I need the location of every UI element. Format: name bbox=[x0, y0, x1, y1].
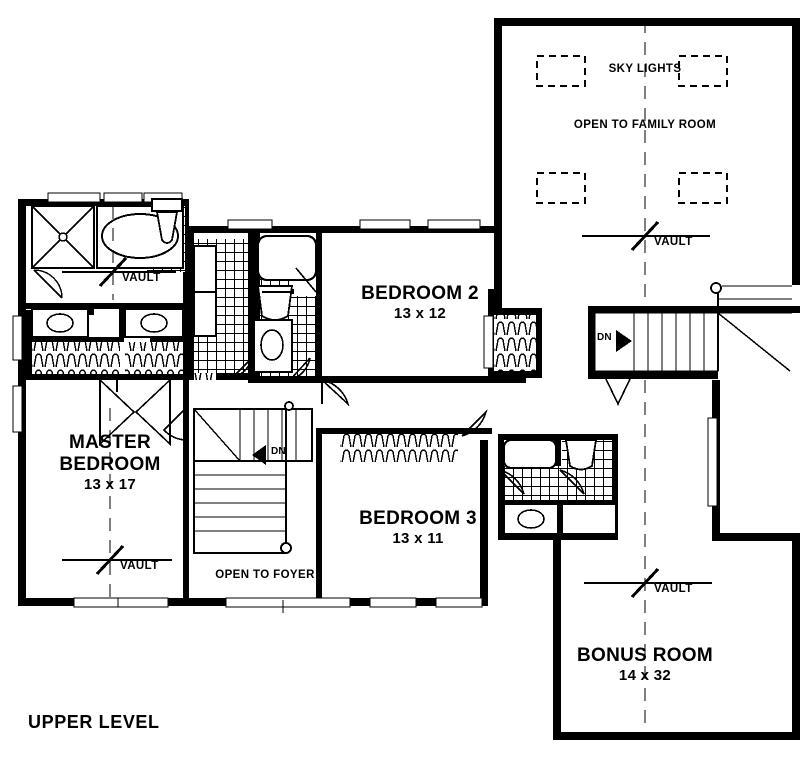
room-name-bonus-room: BONUS ROOM bbox=[577, 645, 713, 666]
bath3-linen bbox=[561, 503, 617, 535]
room-name-bedroom-2: BEDROOM 2 bbox=[361, 283, 479, 304]
vault-family-room-symbol bbox=[582, 220, 710, 252]
room-label-bedroom-3: BEDROOM 3 13 x 11 bbox=[359, 508, 477, 547]
bath3-tub bbox=[502, 438, 558, 470]
hall-bath-sink bbox=[253, 319, 293, 373]
room-dimensions-bedroom-3: 13 x 11 bbox=[392, 530, 444, 547]
skylights-group bbox=[536, 55, 728, 204]
centerlines bbox=[109, 20, 646, 735]
vault-label-master-bedroom: VAULT bbox=[120, 560, 159, 572]
skylight-2 bbox=[678, 55, 728, 87]
skylight-4 bbox=[678, 172, 728, 204]
fixtures-group bbox=[31, 198, 617, 535]
room-dimensions-master-bedroom: 13 x 17 bbox=[83, 476, 137, 493]
stairs bbox=[193, 282, 792, 554]
master-wc-door bbox=[33, 269, 63, 299]
stair-direction-label-right: DN bbox=[597, 332, 612, 343]
skylight-3 bbox=[536, 172, 586, 204]
vault-bonus-room-symbol bbox=[584, 567, 712, 599]
master-toilet bbox=[151, 198, 183, 244]
hall-linen-cabinet bbox=[193, 245, 217, 337]
note-open-to-foyer: OPEN TO FOYER bbox=[215, 569, 315, 581]
skylight-1 bbox=[536, 55, 586, 87]
room-dimensions-bedroom-2: 13 x 12 bbox=[393, 305, 447, 322]
windows bbox=[12, 192, 718, 608]
room-label-master-bedroom: MASTER BEDROOM 13 x 17 bbox=[59, 432, 160, 493]
hall-bath-toilet bbox=[256, 285, 294, 321]
vault-label-master-bath: VAULT bbox=[122, 272, 161, 284]
stair-right bbox=[594, 282, 792, 372]
room-name-line1: MASTER bbox=[68, 432, 152, 453]
note-sky-lights: SKY LIGHTS bbox=[608, 63, 682, 75]
vault-master-bath-symbol bbox=[62, 256, 176, 288]
room-dimensions-bonus-room: 14 x 32 bbox=[618, 667, 672, 684]
vault-label-family-room: VAULT bbox=[654, 236, 693, 248]
room-label-bonus-room: BONUS ROOM 14 x 32 bbox=[577, 645, 713, 684]
room-label-bedroom-2: BEDROOM 2 13 x 12 bbox=[361, 283, 479, 322]
vault-label-bonus-room: VAULT bbox=[654, 583, 693, 595]
vault-symbols bbox=[62, 220, 712, 599]
master-vanity-right bbox=[124, 308, 184, 338]
page-title: UPPER LEVEL bbox=[28, 712, 160, 732]
note-open-to-family-room: OPEN TO FAMILY ROOM bbox=[573, 119, 717, 131]
stair-center bbox=[193, 401, 313, 554]
room-name-bedroom-3: BEDROOM 3 bbox=[359, 508, 477, 529]
vault-master-bedroom-symbol bbox=[62, 544, 172, 576]
master-shower bbox=[31, 205, 95, 269]
master-vanity-left bbox=[31, 308, 89, 338]
stair-direction-label-center: DN bbox=[271, 446, 286, 457]
hall-bath-tub bbox=[256, 234, 318, 282]
bath3-vanity bbox=[503, 503, 559, 535]
door-swings bbox=[99, 267, 631, 495]
room-name-line2: BEDROOM bbox=[59, 454, 161, 475]
bath3-toilet bbox=[564, 439, 598, 471]
